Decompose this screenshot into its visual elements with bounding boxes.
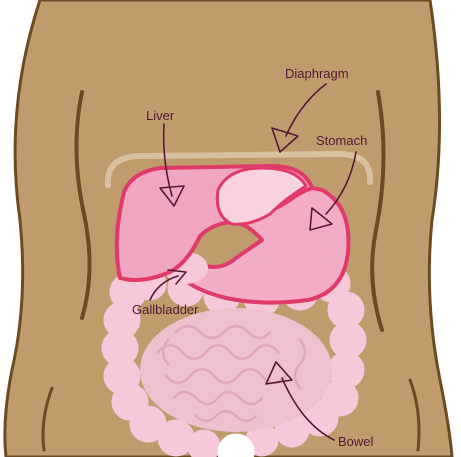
gallbladder-label: Gallbladder xyxy=(132,302,199,317)
stomach-label: Stomach xyxy=(316,133,367,148)
diaphragm-label: Diaphragm xyxy=(285,66,349,81)
bowel-label: Bowel xyxy=(338,434,374,449)
liver-label: Liver xyxy=(146,108,175,123)
